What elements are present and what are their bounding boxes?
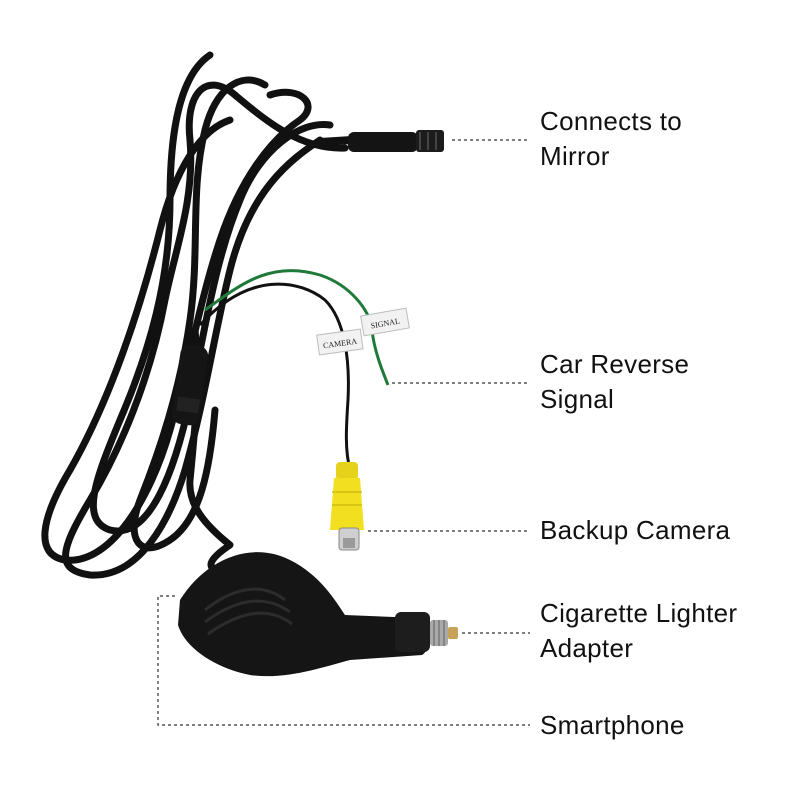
rca-plug (330, 462, 364, 551)
green-wire (204, 269, 390, 386)
cable-coil (41, 51, 349, 579)
label-car-reverse-signal: Car Reverse Signal (540, 349, 690, 414)
label-cigarette-lighter-adapter: Cigarette Lighter Adapter (540, 598, 738, 663)
black-branch-wire (198, 282, 352, 471)
label-connects-to-mirror: Connects to Mirror (540, 106, 683, 171)
inline-connector (171, 344, 209, 426)
signal-tag: SIGNAL (360, 307, 410, 337)
leader-lines (157, 139, 530, 726)
mirror-connector (319, 130, 444, 152)
camera-tag: CAMERA (316, 328, 364, 356)
lighter-adapter (178, 542, 458, 677)
label-backup-camera: Backup Camera (540, 515, 731, 545)
label-smartphone: Smartphone (540, 710, 685, 740)
leader-smartphone (157, 595, 530, 726)
